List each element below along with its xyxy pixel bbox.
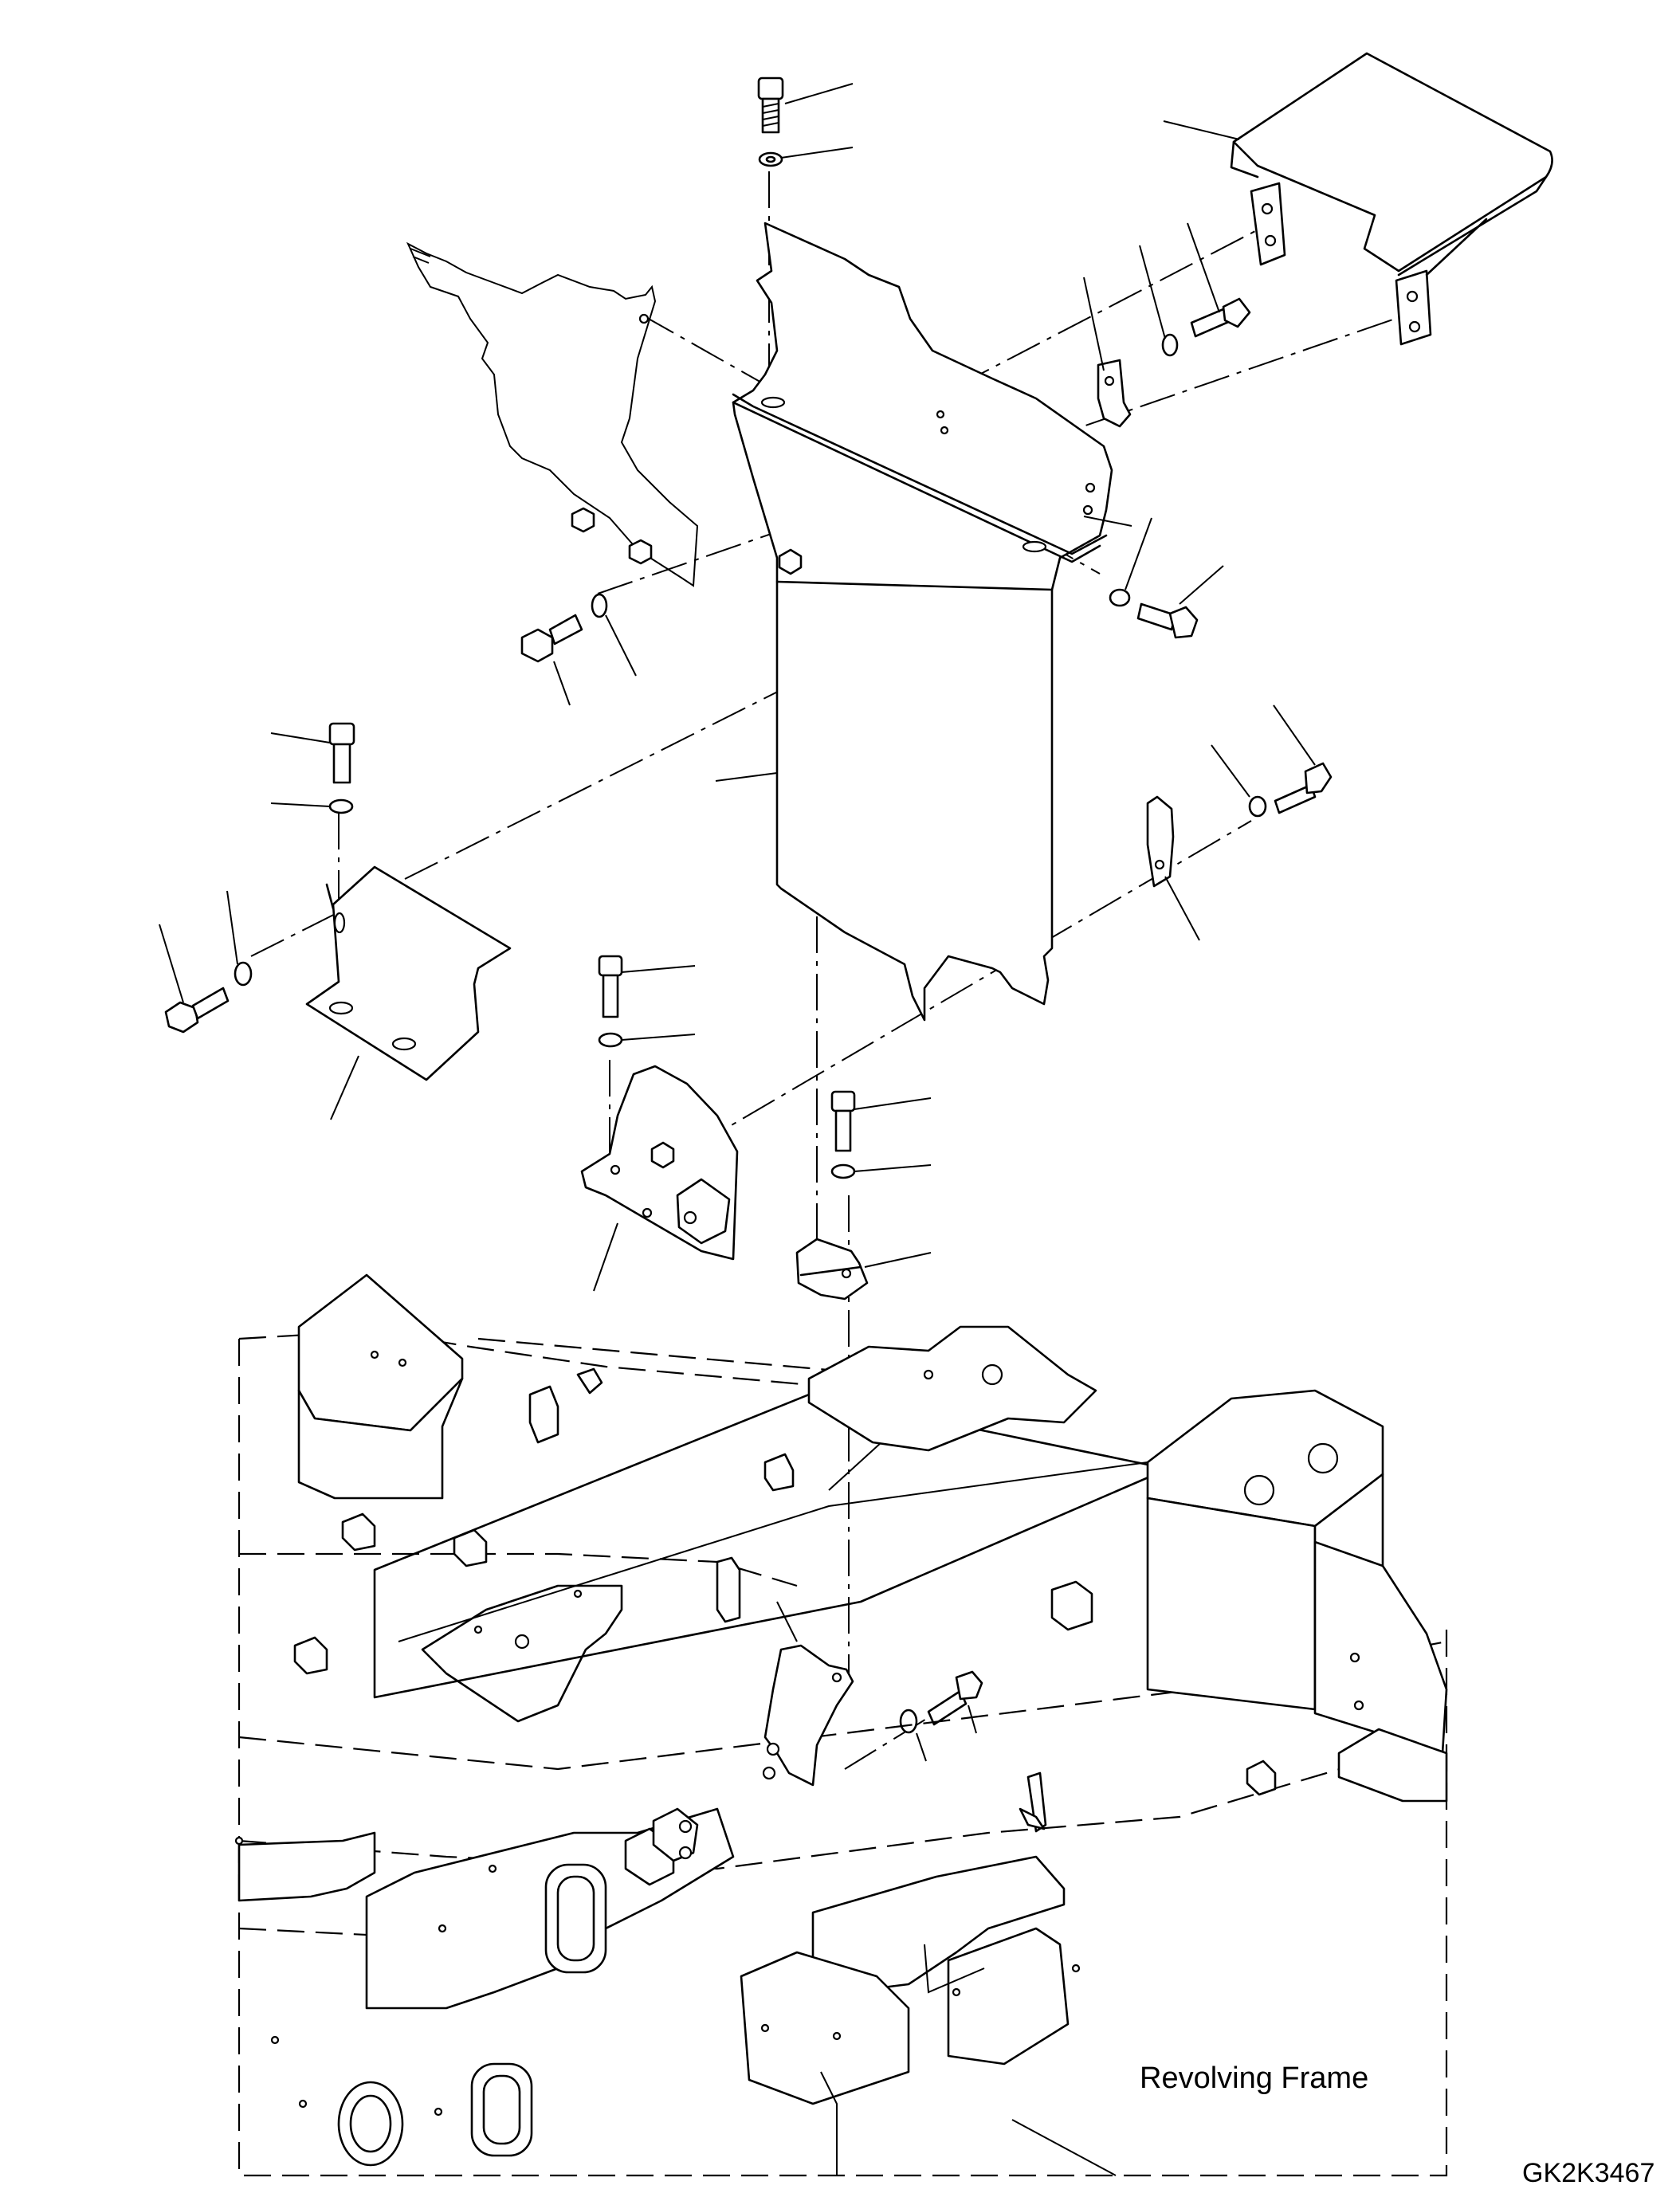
bolt-hex-icon [757,77,784,167]
bolt-hex-icon [520,593,608,663]
bolt-hex-icon [598,955,623,1048]
bolt-hex-icon [1109,588,1199,639]
frame-blocks [293,1367,1277,1886]
center-cover-panel [732,222,1113,1022]
top-cover-plate [1230,52,1553,346]
right-tab [1097,359,1175,888]
bolts [164,77,1333,1734]
revolving-frame [234,1273,1448,2177]
bolt-hex-icon [1248,762,1333,818]
drawing-id: GK2K3467 [1522,2158,1654,2188]
leader-lines [159,83,1316,1762]
bolt-hex-icon [164,961,253,1034]
bolt-hex-icon [830,1090,856,1179]
bolt-hex-icon [899,1670,983,1734]
left-support-bracket [305,865,512,1081]
left-side-panel [406,241,699,587]
clip-bracket [795,1238,869,1301]
mount-bracket [580,1065,739,1261]
frame-caption: Revolving Frame [1140,2062,1368,2095]
bolt-hex-icon [328,722,355,814]
bolt-hex-icon [1161,297,1251,357]
